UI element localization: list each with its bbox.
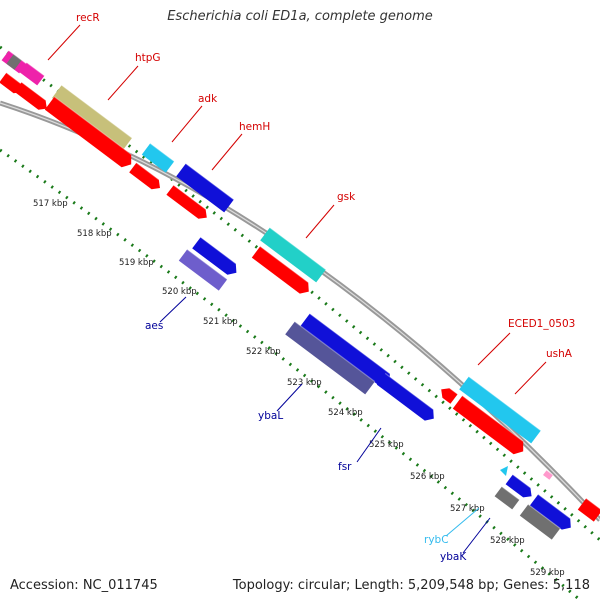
gene-label-aes: aes [145,320,163,332]
ruler-label: 519 kbp [119,258,154,268]
summary-text: Topology: circular; Length: 5,209,548 bp… [232,578,590,593]
cds-right [577,498,600,522]
gene-hemH-box [176,163,234,213]
leader-line-rybc [445,507,480,537]
ruler-label: 521 kbp [203,317,238,327]
ruler-label: 522 kbp [246,347,281,357]
cds-1-highlight [6,72,22,85]
gene-adk-box [141,143,175,173]
cds-adk [129,162,160,190]
ruler-label: 525 kbp [369,440,404,450]
ruler-label: 523 kbp [287,378,322,388]
cds-gsk [251,246,309,294]
gene-ECED1-box-highlight [468,376,542,432]
gene-label-hemh: hemH [239,121,270,133]
gene-magenta-1-highlight [8,50,27,65]
cds-htpG-highlight [54,96,132,155]
gene-grey-ybaK [519,504,561,540]
gene-blue-small-highlight [512,474,531,489]
gene-ybaK-box [529,494,571,530]
cds-small-rev [441,388,458,404]
gene-label-eced1_0503: ECED1_0503 [508,318,575,330]
cds-small-rev-highlight [449,387,458,395]
gene-fsr-box-highlight [384,372,434,410]
leader-line-ybak [462,517,491,554]
cds-gsk-highlight [259,245,309,283]
accession-text: Accession: NC_011745 [10,578,158,593]
gene-pink-small-highlight [546,469,554,476]
gene-grey-1-highlight [13,53,22,61]
gene-grey-ybaK-highlight [527,503,561,529]
gene-label-recr: recR [76,12,100,24]
leader-line-hemh [211,133,243,171]
cds-hemH-highlight [173,184,206,210]
gene-gsk-box-highlight [269,227,327,271]
leader-line-usha [514,361,547,395]
cds-htpG [44,96,132,168]
cds-ushA-highlight [462,395,524,442]
ruler-label: 527 kbp [450,504,485,514]
gene-htpG-box-highlight [61,84,133,139]
leader-line-eced1_0503 [477,332,511,366]
gene-label-ybal: ybaL [258,410,283,422]
gene-adk-box-highlight [149,142,175,162]
gene-label-htpg: htpG [135,52,161,64]
gene-rybC-small [500,466,508,476]
leader-line-htpg [107,65,139,101]
gene-htpG-box [52,85,132,151]
gene-blue-ybaL-up-highlight [309,313,391,375]
cds-2-highlight [21,81,46,101]
gene-fsr-box [376,373,434,421]
gene-aes-box [178,249,228,291]
gene-blue-small [505,474,532,498]
gene-ybaL-box [285,321,375,395]
map-title: Escherichia coli ED1a, complete genome [167,9,433,24]
gene-hemH-box-highlight [185,163,235,201]
leader-line-recr [47,24,81,61]
gene-gsk-box [260,227,326,283]
leader-line-ybal [276,383,303,412]
gene-pink-small [543,470,553,480]
cds-ushA [452,395,524,455]
ruler-label: 526 kbp [410,472,445,482]
cds-1 [0,72,22,94]
gene-label-rybc: rybC [424,534,449,546]
gene-label-gsk: gsk [337,191,356,203]
gene-label-ybak: ybaK [440,551,467,563]
cds-hemH [166,185,207,219]
gene-grey-small [494,486,520,510]
backbone-ring [0,100,600,522]
ruler-label: 517 kbp [33,199,68,209]
gene-label-adk: adk [198,93,218,105]
gene-label-usha: ushA [546,348,573,360]
leader-line-aes [159,296,187,323]
gene-ybaL-box-highlight [294,321,376,383]
leader-line-gsk [305,204,335,239]
cds-2 [14,82,47,110]
leader-line-fsr [356,427,382,463]
ruler-label: 529 kbp [530,568,565,578]
gene-recR [19,62,45,86]
ruler-label: 520 kbp [162,287,197,297]
gene-blue-aes-pair-highlight [200,236,237,265]
gene-grey-1 [6,54,22,70]
ruler-label: 528 kbp [490,536,525,546]
ruler-label: 518 kbp [77,229,112,239]
cds-adk-highlight [136,162,160,181]
leader-line-adk [171,105,203,143]
gene-blue-ybaL-up [300,313,390,387]
gene-ECED1-box [459,376,541,444]
gene-grey-small-highlight [501,486,520,501]
gene-aes-box-highlight [186,248,228,280]
backbone-ring-inner [0,102,600,521]
gene-ybaK-box-highlight [537,493,571,519]
gene-label-fsr: fsr [338,461,352,473]
ruler-label: 524 kbp [328,408,363,418]
gene-recR-highlight [26,62,45,77]
inner-dotted-track [0,148,581,600]
gene-blue-aes-pair [192,237,237,275]
